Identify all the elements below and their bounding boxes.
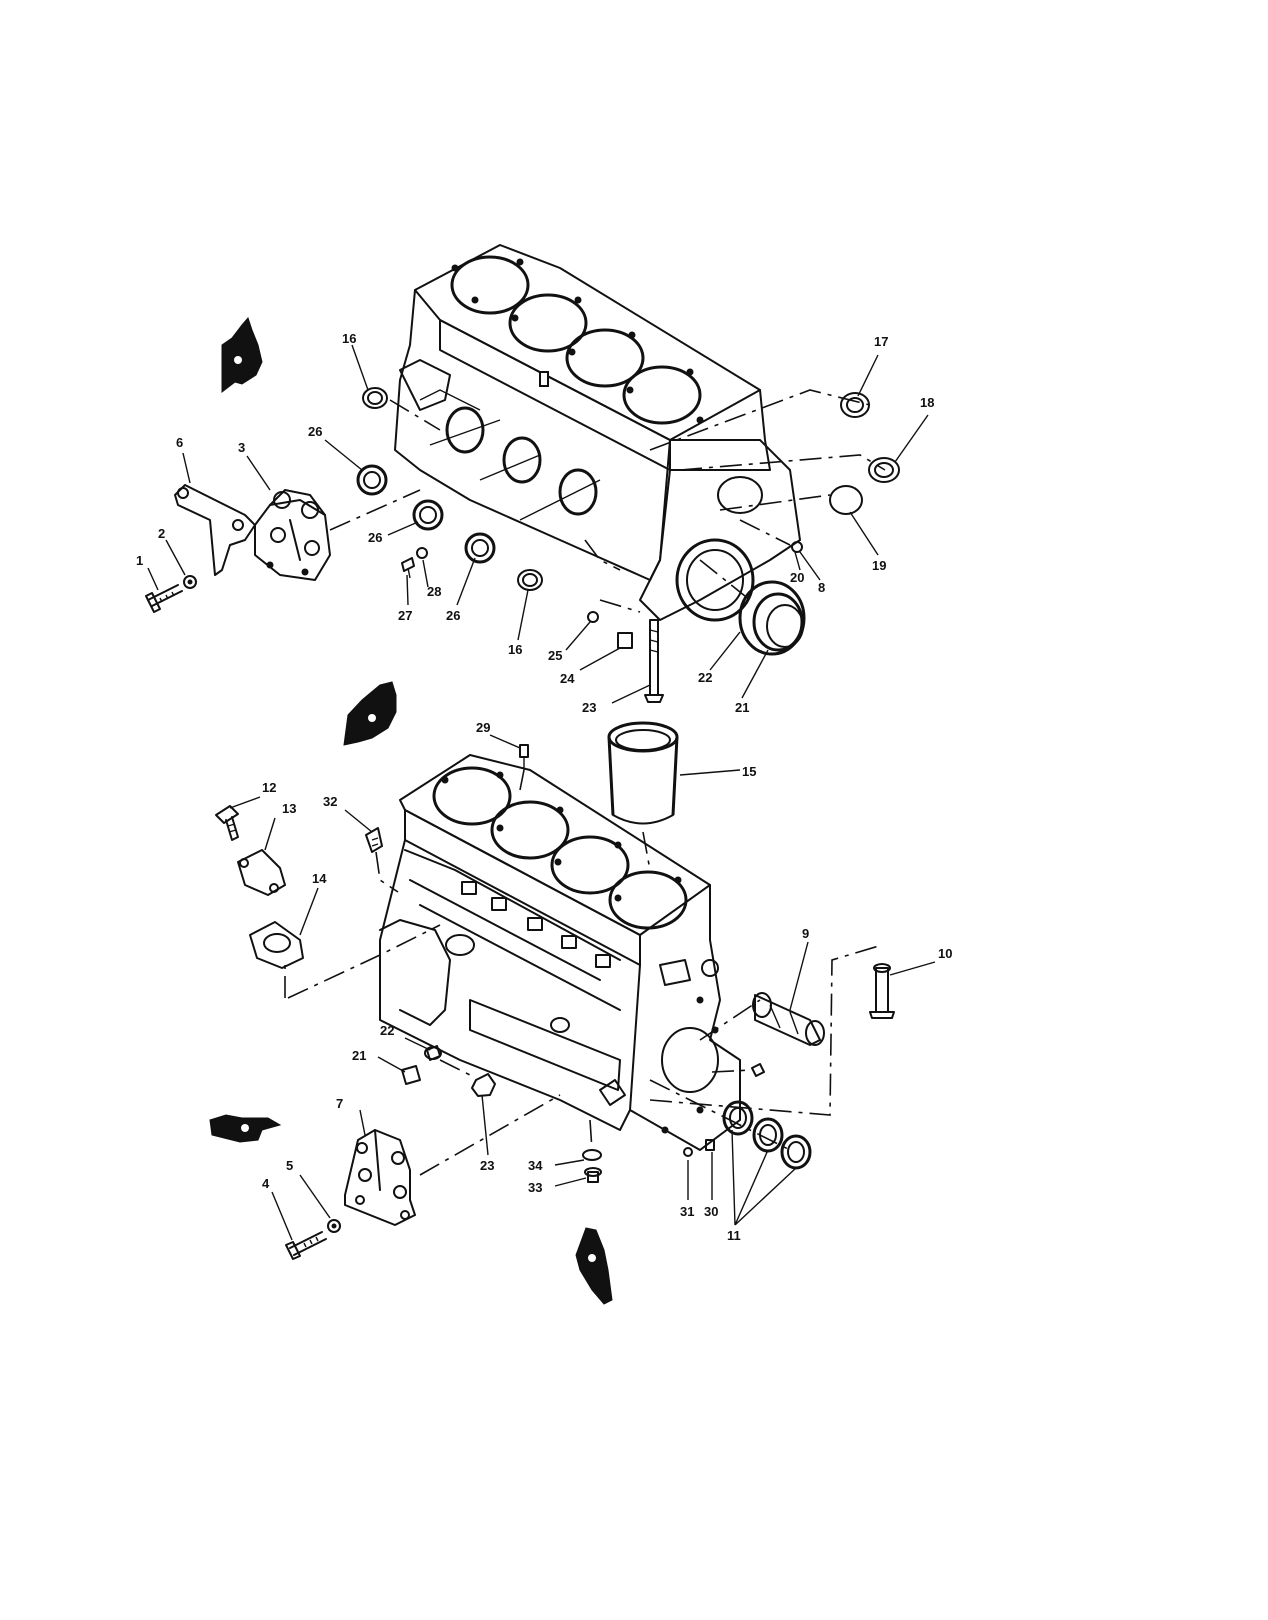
callout-23: 23 [582,700,596,715]
callout-34: 34 [528,1158,543,1173]
callout-20: 20 [790,570,804,585]
callout-26: 26 [446,608,460,623]
callout-29: 29 [476,720,490,735]
callout-9: 9 [802,926,809,941]
callout-28: 28 [427,584,441,599]
callout-33: 33 [528,1180,542,1195]
callout-4: 4 [262,1176,270,1191]
callout-26: 26 [308,424,322,439]
callout-27: 27 [398,608,412,623]
callout-10: 10 [938,946,952,961]
callout-11: 11 [727,1228,741,1243]
callout-22: 22 [698,670,712,685]
hand-pointer-icons [210,318,612,1304]
callout-19: 19 [872,558,886,573]
callout-5: 5 [286,1158,293,1173]
callout-16: 16 [342,331,356,346]
lower-mount-bolt-washer [286,1220,340,1259]
callout-6: 6 [176,435,183,450]
lower-side-cover-parts [216,745,528,968]
callout-25: 25 [548,648,562,663]
callout-32: 32 [323,794,337,809]
callout-3: 3 [238,440,245,455]
callout-12: 12 [262,780,276,795]
upper-cylinder-block [395,245,800,620]
callout-21: 21 [735,700,749,715]
cylinder-liner [609,723,677,824]
callout-26: 26 [368,530,382,545]
callout-8: 8 [818,580,825,595]
lower-engine-mount [345,1130,415,1225]
callout-23: 23 [480,1158,494,1173]
callout-7: 7 [336,1096,343,1111]
callout-22: 22 [380,1023,394,1038]
callout-2: 2 [158,526,165,541]
callout-14: 14 [312,871,327,886]
upper-bushings-and-plugs [358,388,899,702]
upper-engine-mount [255,490,330,580]
callout-18: 18 [920,395,934,410]
callout-1: 1 [136,553,143,568]
callout-17: 17 [874,334,888,349]
upper-mount-plate [175,485,255,575]
callout-13: 13 [282,801,296,816]
callout-31: 31 [680,1204,694,1219]
callout-15: 15 [742,764,756,779]
callout-16: 16 [508,642,522,657]
callout-30: 30 [704,1204,718,1219]
callout-24: 24 [560,671,575,686]
lower-cylinder-block [380,755,740,1150]
callout-21: 21 [352,1048,366,1063]
lower-camshaft-parts [583,964,894,1182]
